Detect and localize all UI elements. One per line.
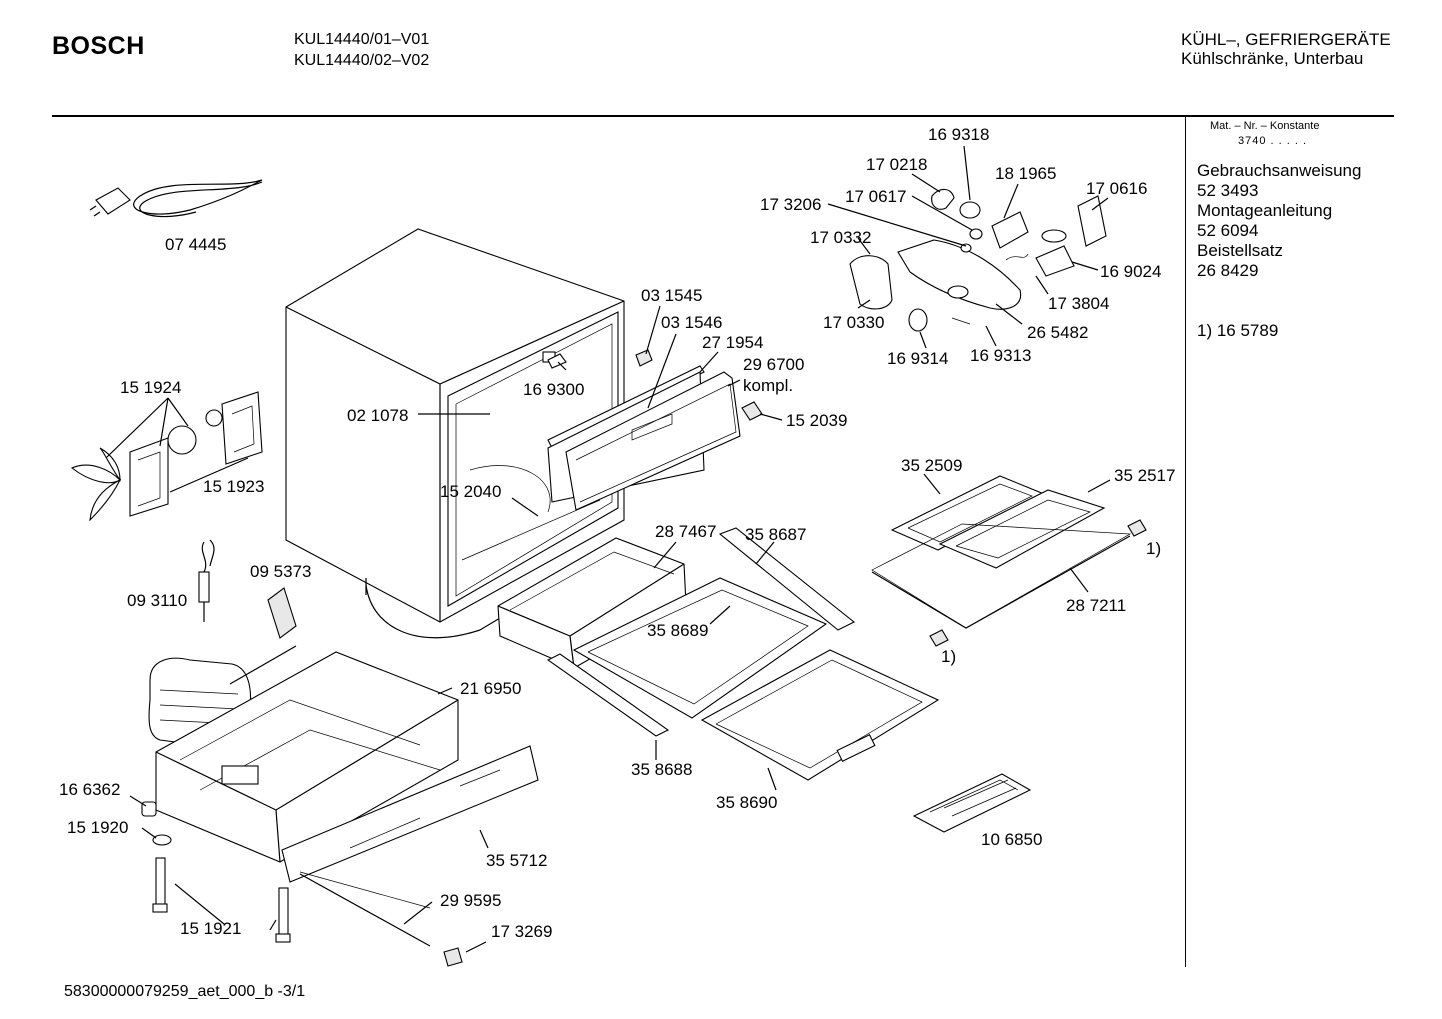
freezer-compartment-drawing (871, 475, 1147, 647)
part-label: 17 0617 (845, 187, 906, 206)
part-label: 16 9318 (928, 125, 989, 144)
sidebar-line: 26 8429 (1197, 261, 1259, 280)
model-number: KUL14440/02–V02 (294, 52, 430, 69)
ice-tray-drawing (912, 773, 1032, 833)
part-label: 28 7467 (655, 522, 716, 541)
material-number-label: Mat. – Nr. – Konstante (1210, 120, 1320, 132)
part-label: 26 5482 (1027, 323, 1088, 342)
part-label: 35 2509 (901, 456, 962, 475)
foot-hardware-drawing (141, 801, 463, 967)
cover-part-drawing (267, 587, 297, 639)
part-label: 17 0332 (810, 228, 871, 247)
part-label: 15 2040 (440, 482, 501, 501)
sidebar-line: Montageanleitung (1197, 201, 1333, 220)
part-label: 16 9314 (887, 349, 948, 368)
part-label: 1) (941, 647, 956, 666)
part-label: 03 1545 (641, 286, 702, 305)
part-label: 17 3206 (760, 195, 821, 214)
part-label: 16 6362 (59, 780, 120, 799)
part-label: 02 1078 (347, 406, 408, 425)
sensor-drawing (198, 539, 215, 622)
part-label: 17 0218 (866, 155, 927, 174)
part-label: 27 1954 (702, 333, 763, 352)
sidebar-line: 52 3493 (1197, 181, 1259, 200)
part-label: 03 1546 (661, 313, 722, 332)
part-label: 16 9024 (1100, 262, 1161, 281)
cabinet-body-drawing (285, 228, 625, 639)
glass-shelf-drawing (546, 527, 940, 781)
part-label: 18 1965 (995, 164, 1056, 183)
brand-logo: BOSCH (52, 32, 145, 60)
part-label: 07 4445 (165, 235, 226, 254)
sidebar-note: 1) 16 5789 (1197, 321, 1279, 340)
part-label: 35 8689 (647, 621, 708, 640)
base-frame-drawing (148, 651, 539, 909)
sidebar-divider (1185, 117, 1186, 967)
part-label: 10 6850 (981, 830, 1042, 849)
part-label: 15 1921 (180, 919, 241, 938)
part-label: 15 1920 (67, 818, 128, 837)
part-label: 35 2517 (1114, 466, 1175, 485)
sidebar-line: Gebrauchsanweisung (1197, 161, 1362, 180)
leader-lines (105, 145, 1111, 953)
part-label: 17 0330 (823, 313, 884, 332)
part-label: 16 9300 (523, 380, 584, 399)
part-label: 17 3269 (491, 922, 552, 941)
category-title: KÜHL–, GEFRIERGERÄTE (1181, 30, 1391, 49)
part-labels: 07 4445 15 1924 15 1923 09 3110 09 5373 … (59, 125, 1175, 941)
part-label: 28 7211 (1066, 596, 1126, 615)
fan-assembly-drawing (70, 391, 263, 522)
part-label: 21 6950 (460, 679, 521, 698)
part-label: 09 5373 (250, 562, 311, 581)
part-label: 29 6700 (743, 355, 804, 374)
header-divider (52, 115, 1394, 117)
sidebar-line: Beistellsatz (1197, 241, 1283, 260)
evaporator-door-drawing (547, 349, 741, 511)
part-label: 35 8690 (716, 793, 777, 812)
clip-drawing (741, 401, 763, 421)
exploded-parts-diagram: 07 4445 15 1924 15 1923 09 3110 09 5373 … (59, 125, 1175, 967)
material-number-value: 3740 . . . . . (1238, 135, 1308, 147)
sidebar-line: 52 6094 (1197, 221, 1259, 240)
part-label: 35 8688 (631, 760, 692, 779)
model-number: KUL14440/01–V01 (294, 31, 430, 48)
part-label: 35 5712 (486, 851, 547, 870)
part-label: kompl. (743, 376, 793, 395)
part-label: 16 9313 (970, 346, 1031, 365)
part-label: 17 0616 (1086, 179, 1147, 198)
power-cord-drawing (89, 179, 263, 218)
part-label: 09 3110 (127, 591, 187, 610)
document-footer: 58300000079259_aet_000_b -3/1 (64, 983, 306, 1000)
part-label: 1) (1146, 539, 1161, 558)
category-subtitle: Kühlschränke, Unterbau (1181, 49, 1364, 68)
part-label: 15 2039 (786, 411, 847, 430)
part-label: 35 8687 (745, 525, 806, 544)
light-assembly-drawing (849, 188, 1107, 332)
part-label: 15 1924 (120, 378, 181, 397)
part-label: 17 3804 (1048, 294, 1109, 313)
part-label: 15 1923 (203, 477, 264, 496)
part-label: 29 9595 (440, 891, 501, 910)
